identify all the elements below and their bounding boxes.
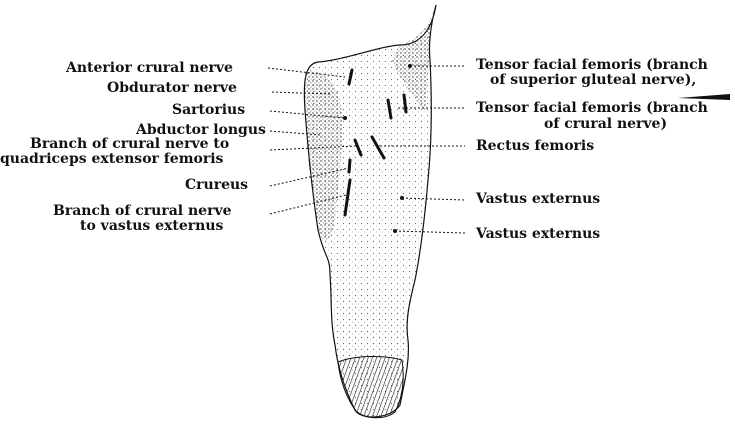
label-tensor-crural-line2: of crural nerve) <box>544 117 667 132</box>
lower-leg <box>338 356 403 417</box>
label-branch-vastus-line2: to vastus externus <box>80 219 223 234</box>
label-branch-vastus-line1: Branch of crural nerve <box>53 204 232 219</box>
label-tensor-superior-line2: of superior gluteal nerve), <box>490 73 696 88</box>
label-tensor-crural-line1: Tensor facial femoris (branch <box>476 101 708 116</box>
label-sartorius: Sartorius <box>172 103 245 118</box>
label-crureus: Crureus <box>185 178 248 193</box>
label-vastus-externus-lower: Vastus externus <box>476 227 600 242</box>
label-vastus-externus-upper: Vastus externus <box>476 192 600 207</box>
label-rectus-femoris: Rectus femoris <box>476 139 594 154</box>
label-obdurator-nerve: Obdurator nerve <box>107 81 237 96</box>
label-tensor-superior-line1: Tensor facial femoris (branch <box>476 58 708 73</box>
knee-region <box>334 293 406 363</box>
label-anterior-crural-nerve: Anterior crural nerve <box>66 61 233 76</box>
label-branch-quadriceps-line2: quadriceps extensor femoris <box>0 152 223 167</box>
label-branch-quadriceps-line1: Branch of crural nerve to <box>30 137 229 152</box>
